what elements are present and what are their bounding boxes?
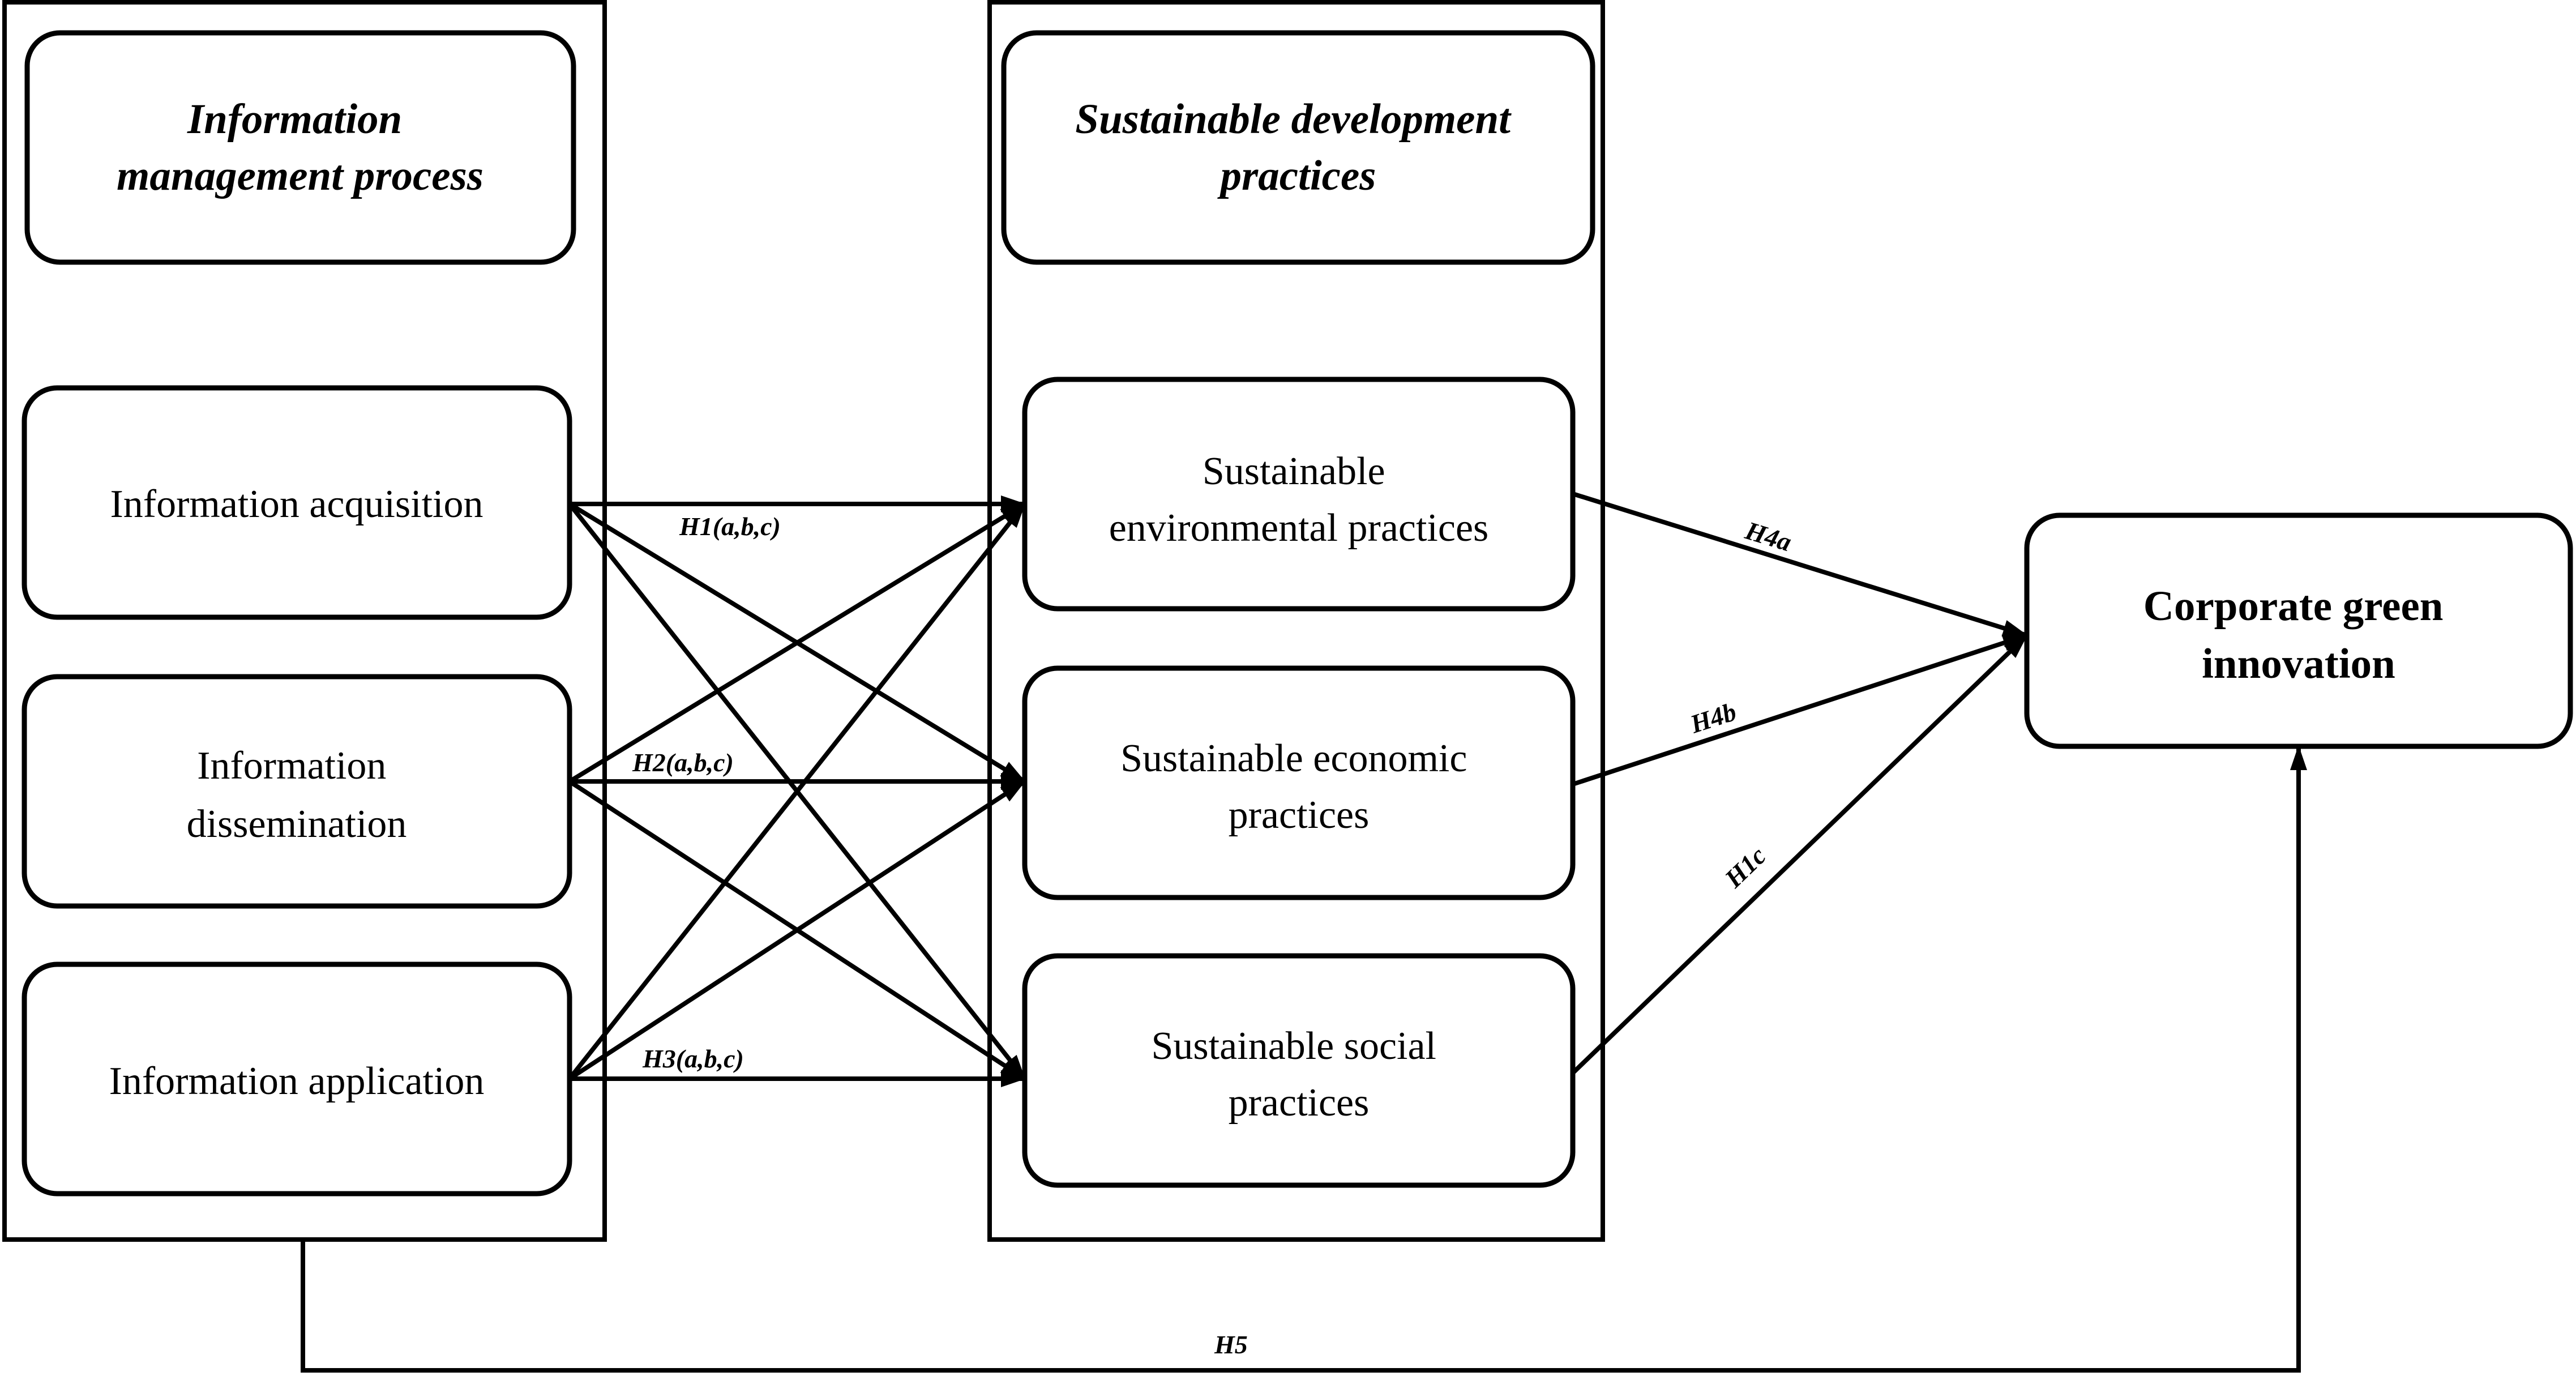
node-sustainable-economic-practices-line-2: practices <box>1229 793 1370 837</box>
node-sustainable-social-practices-line-1: Sustainable social <box>1151 1024 1436 1068</box>
node-sustainable-social-practices <box>1022 953 1576 1188</box>
node-sustainable-economic-practices-label: Sustainable economic practices <box>1120 737 1477 837</box>
node-information-application-label: Information application <box>109 1059 485 1103</box>
edge-dissemination-to-environmental <box>568 502 1026 784</box>
left-group-header: Information management process <box>117 96 483 199</box>
edge-economic-to-green <box>1572 633 2028 787</box>
node-information-dissemination-line-1: Information <box>197 744 386 788</box>
edge-label-h3: H3(a,b,c) <box>642 1044 744 1073</box>
edge-environmental-to-green <box>1572 492 2028 638</box>
node-information-dissemination-line-2: dissemination <box>187 802 407 846</box>
node-information-dissemination-label: Information dissemination <box>187 744 407 846</box>
edge-application-to-economic <box>568 779 1026 1081</box>
edge-information-management-to-green <box>301 745 2307 1373</box>
middle-group-header-line-2: practices <box>1217 152 1376 199</box>
node-sustainable-environmental-practices <box>1022 377 1576 612</box>
node-sustainable-economic-practices <box>1022 665 1576 900</box>
left-group-header-box <box>24 30 576 265</box>
edge-application-to-environmental <box>567 502 1027 1080</box>
edge-label-h5: H5 <box>1214 1330 1248 1359</box>
middle-group-header-line-1: Sustainable development <box>1075 96 1512 143</box>
edge-label-h2: H2(a,b,c) <box>632 748 734 777</box>
left-group-header-line-2: management process <box>117 152 483 199</box>
node-information-acquisition-label: Information acquisition <box>110 482 483 526</box>
node-corporate-green-innovation-label: Corporate green innovation <box>2143 583 2454 687</box>
node-corporate-green-innovation-line-2: innovation <box>2202 640 2395 687</box>
edge-social-to-green <box>1571 634 2029 1075</box>
node-sustainable-environmental-practices-line-1: Sustainable <box>1203 450 1385 493</box>
node-sustainable-economic-practices-line-1: Sustainable economic <box>1120 737 1467 780</box>
node-information-dissemination <box>22 674 572 909</box>
node-sustainable-social-practices-line-2: practices <box>1229 1081 1370 1125</box>
node-corporate-green-innovation <box>2024 512 2573 749</box>
node-corporate-green-innovation-line-1: Corporate green <box>2143 583 2444 630</box>
edge-label-h1: H1(a,b,c) <box>679 512 781 541</box>
left-group-header-line-1: Information <box>187 96 402 143</box>
edge-label-h1c: H1c <box>1719 841 1771 893</box>
middle-group-header: Sustainable development practices <box>1075 96 1521 199</box>
node-sustainable-social-practices-label: Sustainable social practices <box>1151 1024 1446 1125</box>
middle-group-header-box <box>1001 30 1595 265</box>
node-information-application-line-1: Information application <box>109 1059 485 1103</box>
node-sustainable-environmental-practices-line-2: environmental practices <box>1109 506 1489 550</box>
node-information-acquisition-line-1: Information acquisition <box>110 482 483 526</box>
middle-group-frame <box>987 0 1605 1242</box>
node-sustainable-environmental-practices-label: Sustainable environmental practices <box>1109 450 1489 550</box>
